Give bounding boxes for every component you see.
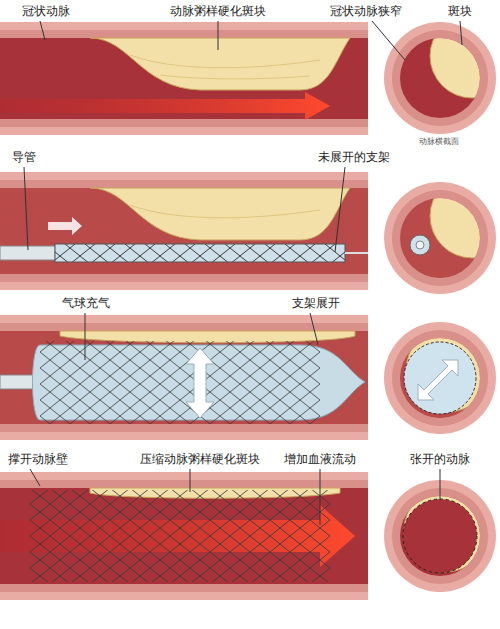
artery-narrowed <box>0 22 368 135</box>
artery-balloon <box>0 315 368 440</box>
callout-label: 冠状动脉狭窄 <box>330 4 402 19</box>
callout-label: 未展开的支架 <box>318 150 390 165</box>
callout-label: 支架展开 <box>292 296 340 311</box>
callout-label: 张开的动脉 <box>410 452 470 467</box>
artery-opened <box>0 472 368 600</box>
callout-label: 压缩动脉粥样硬化斑块 <box>140 452 260 467</box>
leader-lines <box>24 21 462 525</box>
callout-label: 动脉粥样硬化斑块 <box>170 4 266 19</box>
callout-label: 导管 <box>12 150 36 165</box>
callout-label: 冠状动脉 <box>22 4 70 19</box>
cross-section-narrowed <box>384 14 500 134</box>
callout-label: 增加血液流动 <box>284 452 356 467</box>
callout-label: 撑开动脉壁 <box>8 452 68 467</box>
artery-catheter <box>0 172 368 290</box>
callout-label: 气球充气 <box>62 296 110 311</box>
callout-label: 斑块 <box>448 4 472 19</box>
callout-label: 动脉横截面 <box>419 137 459 147</box>
cross-section-balloon <box>384 322 496 434</box>
cross-section-catheter <box>384 174 500 294</box>
